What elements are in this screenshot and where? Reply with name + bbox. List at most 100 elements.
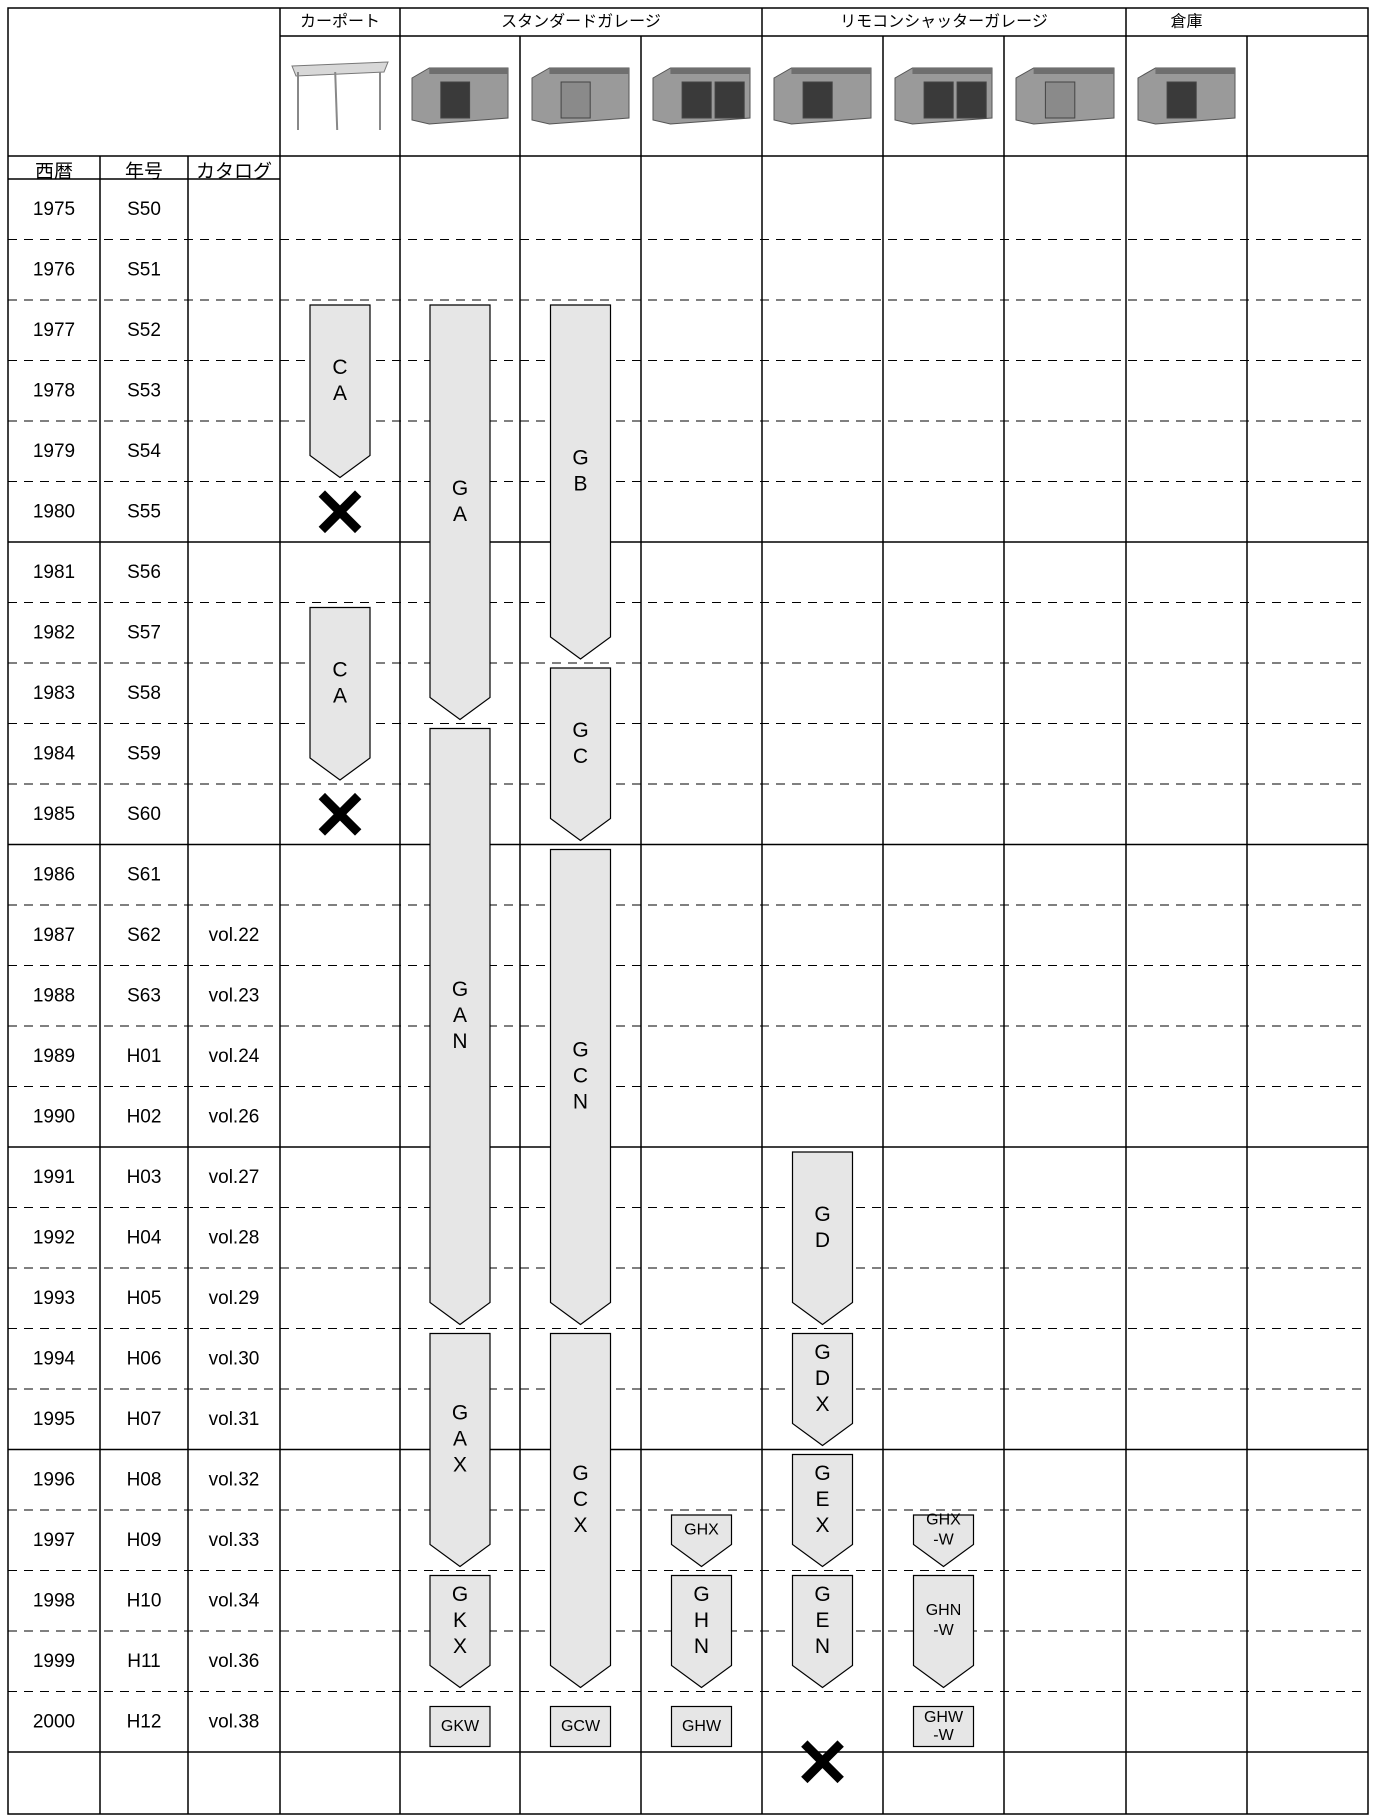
product-gen: GEN — [793, 1576, 853, 1688]
remote-shutter-garage-photo-3 — [1016, 68, 1114, 124]
table-row: 1986 S61 — [33, 864, 161, 885]
year-cell: 1981 — [33, 562, 75, 583]
table-row: 1984S59 — [33, 743, 161, 764]
year-cell: 1978 — [33, 380, 75, 401]
era-cell: H02 — [127, 1106, 162, 1127]
product-ghn: GHN — [672, 1576, 732, 1688]
era-cell: H05 — [127, 1288, 162, 1309]
era-cell: S55 — [127, 501, 161, 522]
group-header: リモコンシャッターガレージ — [840, 13, 1048, 31]
product-label: G — [814, 1583, 830, 1606]
era-cell: H04 — [127, 1227, 162, 1248]
product-label: -W — [933, 1622, 954, 1639]
product-ga: GA — [430, 305, 490, 720]
era-cell: H01 — [127, 1046, 162, 1067]
product-label: G — [572, 1462, 588, 1485]
product-label: A — [333, 382, 347, 405]
product-label: A — [333, 684, 347, 707]
product-label: E — [815, 1488, 829, 1511]
catalog-column-header: カタログ — [196, 161, 272, 183]
catalog-cell: vol.27 — [209, 1167, 260, 1188]
table-row: 1994H06vol.30 — [33, 1348, 259, 1369]
product-label: G — [693, 1583, 709, 1606]
era-cell: S61 — [127, 864, 161, 885]
catalog-cell: vol.28 — [209, 1227, 260, 1248]
remote-shutter-garage-photo-2 — [895, 68, 992, 124]
product-label: G — [452, 477, 468, 500]
table-row: 1977S52 — [33, 320, 161, 341]
year-cell: 1976 — [33, 259, 75, 280]
table-row: 1985S60 — [33, 804, 161, 825]
product-gdx: GDX — [793, 1334, 853, 1446]
year-cell: 1983 — [33, 683, 75, 704]
storage-photo — [1138, 68, 1235, 124]
product-label: N — [452, 1030, 467, 1053]
product-label: C — [573, 1488, 588, 1511]
product-ca: CA — [310, 305, 370, 478]
era-cell: S59 — [127, 743, 161, 764]
product-label: X — [573, 1514, 587, 1537]
product-label: X — [815, 1514, 829, 1537]
group-header: スタンダードガレージ — [501, 13, 661, 31]
product-label: G — [452, 1583, 468, 1606]
product-label: GHW — [924, 1709, 964, 1726]
year-cell: 1992 — [33, 1227, 75, 1248]
product-label: N — [694, 1635, 709, 1658]
era-cell: S63 — [127, 985, 161, 1006]
product-gex: GEX — [793, 1455, 853, 1567]
era-cell: S58 — [127, 683, 161, 704]
table-row: 1982S57 — [33, 622, 161, 643]
year-cell: 1997 — [33, 1530, 75, 1551]
product-label: C — [332, 356, 347, 379]
year-cell: 1986 — [33, 864, 75, 885]
product-gd: GD — [793, 1152, 853, 1325]
product-label: GCW — [561, 1718, 601, 1735]
catalog-cell: vol.30 — [209, 1348, 260, 1369]
catalog-cell: vol.32 — [209, 1469, 260, 1490]
product-label: X — [815, 1393, 829, 1416]
era-cell: H09 — [127, 1530, 162, 1551]
catalog-cell: vol.38 — [209, 1711, 260, 1732]
product-label: H — [694, 1609, 709, 1632]
product-label: GHW — [682, 1718, 722, 1735]
product-label: E — [815, 1609, 829, 1632]
group-header: 倉庫 — [1170, 13, 1202, 31]
product-label: X — [453, 1454, 467, 1477]
product-label: GKW — [441, 1718, 480, 1735]
product-gcx: GCX — [551, 1334, 611, 1688]
product-label: -W — [933, 1531, 954, 1548]
catalog-cell: vol.22 — [209, 925, 260, 946]
year-cell: 1995 — [33, 1409, 75, 1430]
product-ghw: GHW — [672, 1707, 732, 1747]
product-label: C — [573, 1065, 588, 1088]
catalog-cell: vol.26 — [209, 1106, 260, 1127]
era-cell: S51 — [127, 259, 161, 280]
product-label: A — [453, 1004, 467, 1027]
product-label: C — [573, 745, 588, 768]
table-row: 1992 H04 vol.28 — [33, 1227, 259, 1248]
standard-garage-photo-2 — [532, 68, 629, 124]
catalog-cell: vol.24 — [209, 1046, 260, 1067]
product-label: N — [573, 1091, 588, 1114]
era-cell: H06 — [127, 1348, 162, 1369]
carport-photo — [292, 62, 388, 130]
table-row: 1998H10vol.34 — [33, 1590, 260, 1611]
product-label: A — [453, 1428, 467, 1451]
table-row: 1990H02vol.26 — [33, 1106, 259, 1127]
era-cell: S54 — [127, 441, 161, 462]
era-cell: S52 — [127, 320, 161, 341]
product-label: GHN — [926, 1602, 962, 1619]
table-row: 1976 S51 — [33, 259, 161, 280]
year-cell: 1988 — [33, 985, 75, 1006]
year-cell: 1993 — [33, 1288, 75, 1309]
product-label: C — [332, 658, 347, 681]
product-ghn-w: GHN -W — [914, 1576, 974, 1688]
product-ghx: GHX — [672, 1515, 732, 1567]
table-row: 1983 S58 — [33, 683, 161, 704]
